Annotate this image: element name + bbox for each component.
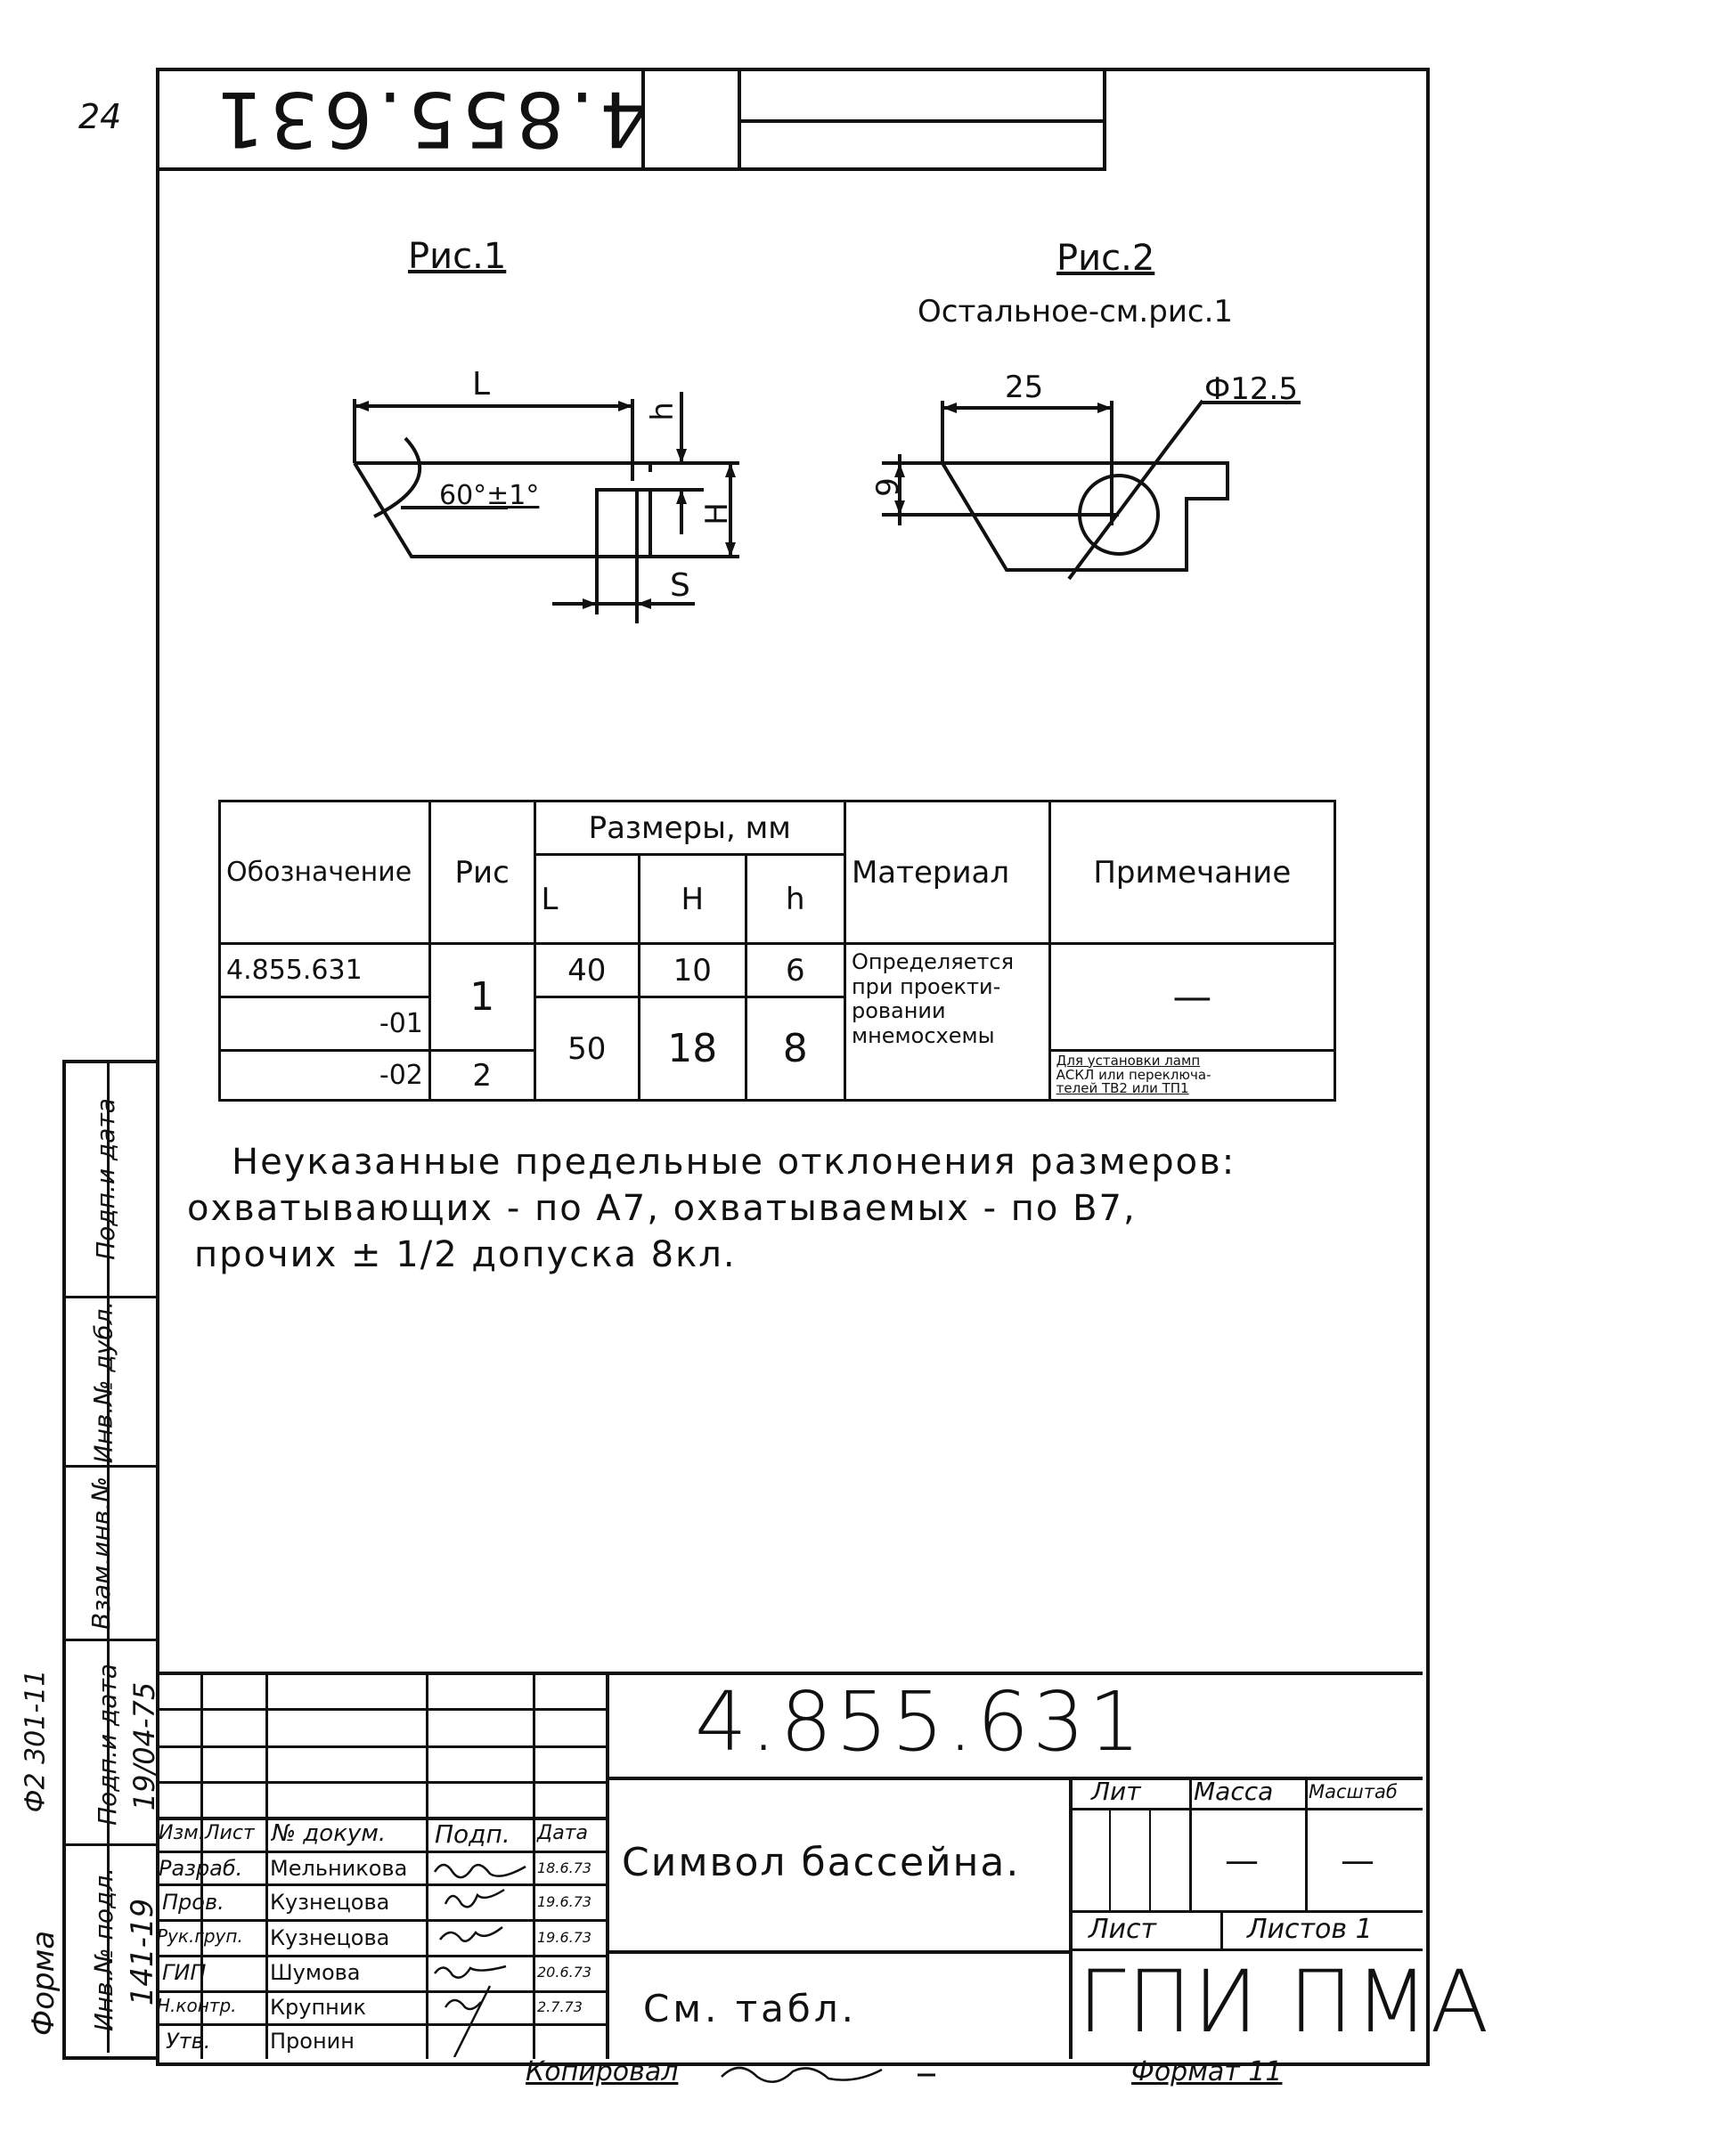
staff-name-0: Мельникова [270,1856,408,1881]
margin-label-orig-inv: Инв.№ подл. [89,1867,119,2032]
staff-name-2: Кузнецова [270,1925,390,1950]
fig1-drawing [353,392,739,623]
row1-H: 18 [637,996,747,1102]
staff-date-4: 2.7.73 [537,1998,583,2015]
row2-designation: -02 [218,1049,431,1102]
top-designation-mirrored: 4.855.631 [210,74,648,163]
staff-date-2: 19.6.73 [537,1929,592,1946]
col-header-date: Дата [537,1822,588,1844]
staff-name-5: Пронин [270,2029,355,2054]
signatures [433,1863,526,2057]
row1-h: 8 [744,996,846,1102]
staff-role-5: Утв. [166,2029,211,2054]
form-code: Ф2 301-11 [20,1669,52,1813]
staff-role-2: Рук.груп. [157,1925,243,1947]
tb-designation: 4.855.631 [695,1674,1145,1770]
note-dash: — [1048,942,1337,1052]
fig2-drawing [882,399,1301,581]
fig2-dim-25: 25 [1005,370,1044,405]
tb-name: Символ бассейна. [622,1840,1021,1885]
fig2-dim-9: 9 [869,477,906,497]
tb-material: См. табл. [643,1987,858,2030]
fig1-dim-L: L [472,366,491,403]
col-header-sign: Подп. [435,1819,510,1849]
header-h: h [744,853,846,945]
staff-name-3: Шумова [270,1960,361,1985]
fig1-dim-h: h [644,402,681,421]
header-H: H [637,853,747,945]
fig2-dim-diameter: Ф12.5 [1204,371,1298,407]
row1-L: 50 [533,996,640,1102]
staff-name-4: Крупник [270,1995,366,2020]
tb-sheets-label: Листов 1 [1247,1914,1373,1945]
header-designation: Обозначение [218,800,431,945]
margin-label-replace-inv: Взам.инв.№ [86,1476,117,1631]
header-L: L [533,853,640,945]
tb-sheet-label: Лист [1089,1914,1157,1945]
header-note: Примечание [1048,800,1337,945]
fig2-subtitle: Остальное-см.рис.1 [918,294,1234,330]
title-block-top [156,1672,1423,1675]
margin-value-sign-date-2: 19/04-75 [127,1681,162,1811]
staff-role-3: ГИП [162,1960,207,1985]
tb-organization: ГПИ ПМА [1078,1952,1491,2052]
spec-table: Обозначение Рис Размеры, мм Материал При… [218,800,1337,1102]
footer-format: Формат 11 [1131,2056,1283,2087]
fig1-dim-H: H [698,502,735,525]
row0-designation: 4.855.631 [218,942,431,998]
note-small-3: телей ТВ2 или ТП1 [1056,1080,1189,1097]
material-line-1: Определяется [851,949,1015,974]
margin-label-dup-inv: Инв.№ дубл. [88,1300,118,1464]
row0-h: 6 [744,942,846,998]
note-line-3: прочих ± 1/2 допуска 8кл. [194,1234,737,1275]
staff-date-1: 19.6.73 [537,1893,592,1910]
page-number: 24 [78,97,122,136]
staff-name-1: Кузнецова [270,1890,390,1915]
top-stamp-bottom-line [156,167,1106,171]
staff-date-3: 20.6.73 [537,1964,592,1981]
tb-lit-label: Лит [1091,1777,1141,1806]
col-header-sheet: Лист [205,1822,255,1844]
fig1-angle: 60°±1° [439,480,540,511]
fig2-title: Рис.2 [1056,238,1155,279]
header-fig: Рис [428,800,536,945]
tb-scale-label: Масштаб [1309,1781,1398,1802]
footer-copied: Копировал [526,2056,679,2087]
tb-mass-label: Масса [1194,1777,1274,1806]
staff-role-4: Н.контр. [157,1995,237,2016]
copier-signature [721,2066,935,2083]
note-small-2: АСКЛ или переключа- [1056,1066,1211,1083]
header-material: Материал [843,800,1051,945]
fig1-dim-S: S [670,567,690,604]
margin-label-sign-date-2: Подп.и дата [92,1664,122,1826]
header-dims: Размеры, мм [533,800,846,856]
staff-date-0: 18.6.73 [537,1859,592,1876]
material-line-4: мнемосхемы [851,1022,995,1048]
row0-L: 40 [533,942,640,998]
margin-label-sign-date-1: Подп.и дата [90,1098,120,1260]
col-header-change: Изм. [159,1822,205,1844]
drawing-frame [156,68,1430,2066]
row0-fig: 1 [428,942,536,1052]
note-small-cell: Для установки ламп АСКЛ или переключа- т… [1048,1049,1337,1102]
tb-scale-value: — [1341,1841,1374,1880]
form-label: Форма [26,1930,62,2037]
material-line-3: ровании [851,998,946,1024]
fig1-title: Рис.1 [408,236,507,277]
col-header-doc: № докум. [272,1820,387,1847]
material-line-2: при проекти- [851,973,1001,999]
staff-role-1: Пров. [162,1890,224,1915]
material-cell: Определяется при проекти- ровании мнемос… [843,942,1051,1102]
row2-fig: 2 [428,1049,536,1102]
margin-value-orig-inv: 141-19 [125,1898,161,2006]
note-small-1: Для установки ламп [1056,1052,1201,1069]
row1-designation: -01 [218,996,431,1052]
tb-mass-value: — [1225,1841,1259,1880]
row0-H: 10 [637,942,747,998]
note-line-2: охватывающих - по А7, охватываемых - по … [187,1188,1137,1229]
staff-role-0: Разраб. [159,1856,243,1881]
note-line-1: Неуказанные предельные отклонения размер… [232,1142,1236,1183]
